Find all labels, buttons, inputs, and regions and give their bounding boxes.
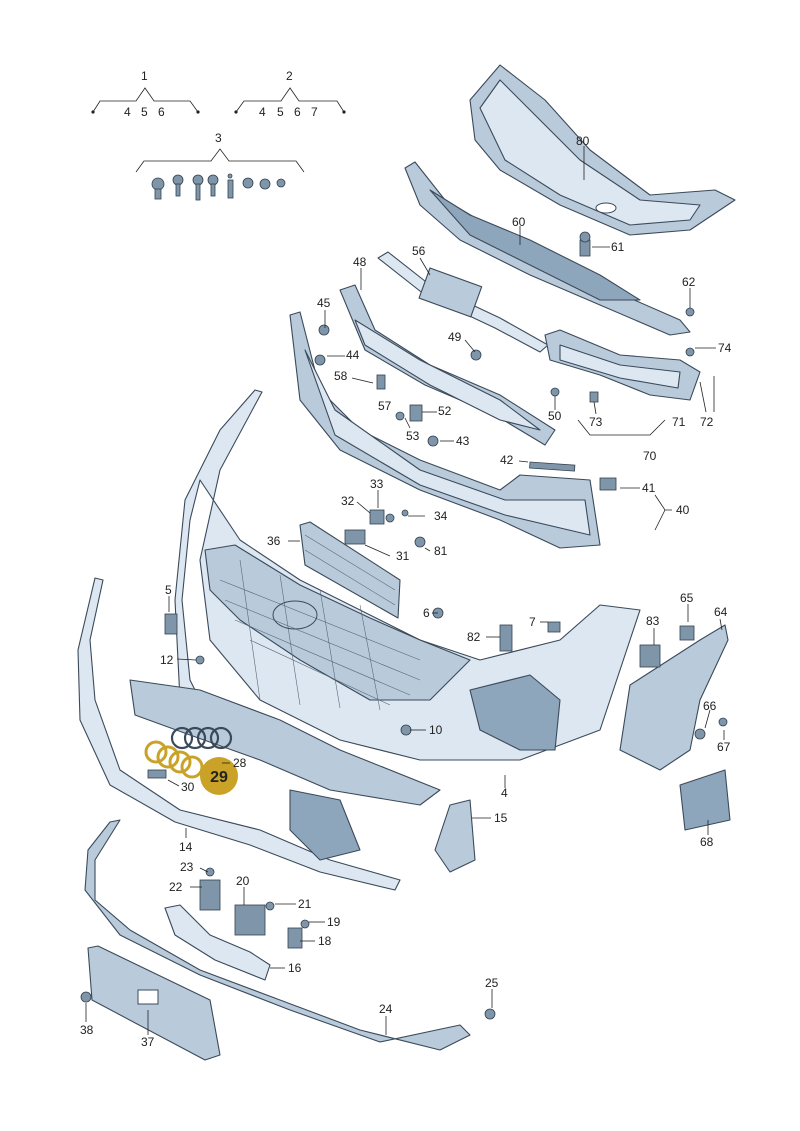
part-37-plate-bracket	[87, 945, 221, 1061]
callout-32: 32	[341, 494, 355, 508]
callout-16: 16	[288, 961, 302, 975]
callout-12: 12	[160, 653, 174, 667]
callout-61: 61	[611, 240, 625, 254]
callout-37: 37	[141, 1035, 155, 1049]
callout-21: 21	[298, 897, 312, 911]
callout-66: 66	[703, 699, 717, 713]
group-3: 3	[135, 131, 305, 201]
callout-29-text: 29	[210, 769, 228, 786]
callout-22: 22	[169, 880, 183, 894]
callout-48: 48	[353, 255, 367, 269]
callout-20: 20	[236, 874, 250, 888]
callout-4: 4	[501, 786, 508, 800]
part-15-insert	[434, 799, 476, 873]
part-28-emblem	[170, 726, 233, 750]
callout-53: 53	[406, 429, 420, 443]
callout-33: 33	[370, 477, 384, 491]
callout-60: 60	[512, 215, 526, 229]
group-2-sub-b: 5	[277, 105, 284, 119]
group-1: 1 4 5 6	[91, 69, 200, 119]
callout-6: 6	[423, 606, 430, 620]
callout-65: 65	[680, 591, 694, 605]
part-24-spoiler	[84, 819, 471, 1051]
callout-42: 42	[500, 453, 514, 467]
part-60-impact-bar	[404, 161, 691, 336]
callout-7: 7	[529, 615, 536, 629]
callout-67: 67	[717, 740, 731, 754]
part-16-strip	[164, 904, 271, 981]
grille-honeycomb	[219, 559, 421, 711]
group-1-sub-b: 5	[141, 105, 148, 119]
callout-64: 64	[714, 605, 728, 619]
callout-80: 80	[576, 134, 590, 148]
part-4-bumper-cover	[174, 389, 641, 761]
callout-70: 70	[643, 449, 657, 463]
callout-41: 41	[642, 481, 656, 495]
callout-19: 19	[327, 915, 341, 929]
callout-34: 34	[434, 509, 448, 523]
callout-68: 68	[700, 835, 714, 849]
callout-71: 71	[672, 415, 686, 429]
callout-57: 57	[378, 399, 392, 413]
callout-25: 25	[485, 976, 499, 990]
callout-43: 43	[456, 434, 470, 448]
callout-62: 62	[682, 275, 696, 289]
callout-10: 10	[429, 723, 443, 737]
callout-72: 72	[700, 415, 714, 429]
small-parts	[80, 231, 728, 1020]
callout-5: 5	[165, 583, 172, 597]
callout-49: 49	[448, 330, 462, 344]
part-36-mesh-panel	[299, 521, 401, 619]
callout-24: 24	[379, 1002, 393, 1016]
callout-18: 18	[318, 934, 332, 948]
group-1-sub-a: 4	[124, 105, 131, 119]
part-29-emblem-highlighted	[144, 740, 204, 779]
part-70-lower-bracket	[544, 329, 701, 401]
callout-38: 38	[80, 1023, 94, 1037]
callout-50: 50	[548, 409, 562, 423]
callout-44: 44	[346, 348, 360, 362]
callout-31: 31	[396, 549, 410, 563]
leader-lines	[85, 146, 725, 1035]
callout-30: 30	[181, 780, 195, 794]
callout-74: 74	[718, 341, 732, 355]
group-2-label: 2	[286, 69, 293, 83]
part-80-upper-cover	[469, 64, 736, 236]
callout-52: 52	[438, 404, 452, 418]
group-1-sub-c: 6	[158, 105, 165, 119]
callout-58: 58	[334, 369, 348, 383]
part-40-lower-carrier	[289, 311, 601, 549]
part-48-carrier	[339, 284, 556, 446]
callout-82: 82	[467, 630, 481, 644]
group-2-sub-c: 6	[294, 105, 301, 119]
callout-36: 36	[267, 534, 281, 548]
group-2-sub-a: 4	[259, 105, 266, 119]
callout-40: 40	[676, 503, 690, 517]
callout-45: 45	[317, 296, 331, 310]
callout-labels: 80 60 61 56 48 62 45 49 74 44 58 57 52 5…	[80, 134, 732, 1049]
callout-14: 14	[179, 840, 193, 854]
fastener-set-icon	[151, 173, 286, 201]
group-3-label: 3	[215, 131, 222, 145]
callout-28: 28	[233, 756, 247, 770]
group-2-sub-d: 7	[311, 105, 318, 119]
callout-23: 23	[180, 860, 194, 874]
callout-73: 73	[589, 415, 603, 429]
callout-83: 83	[646, 614, 660, 628]
callout-81: 81	[434, 544, 448, 558]
part-64-side-bracket	[619, 624, 731, 831]
callout-15: 15	[494, 811, 508, 825]
callout-29-badge[interactable]	[200, 757, 238, 795]
part-14-lower-cover	[77, 577, 441, 891]
group-2: 2 4 5 6 7	[234, 69, 346, 119]
group-1-label: 1	[141, 69, 148, 83]
callout-56: 56	[412, 244, 426, 258]
